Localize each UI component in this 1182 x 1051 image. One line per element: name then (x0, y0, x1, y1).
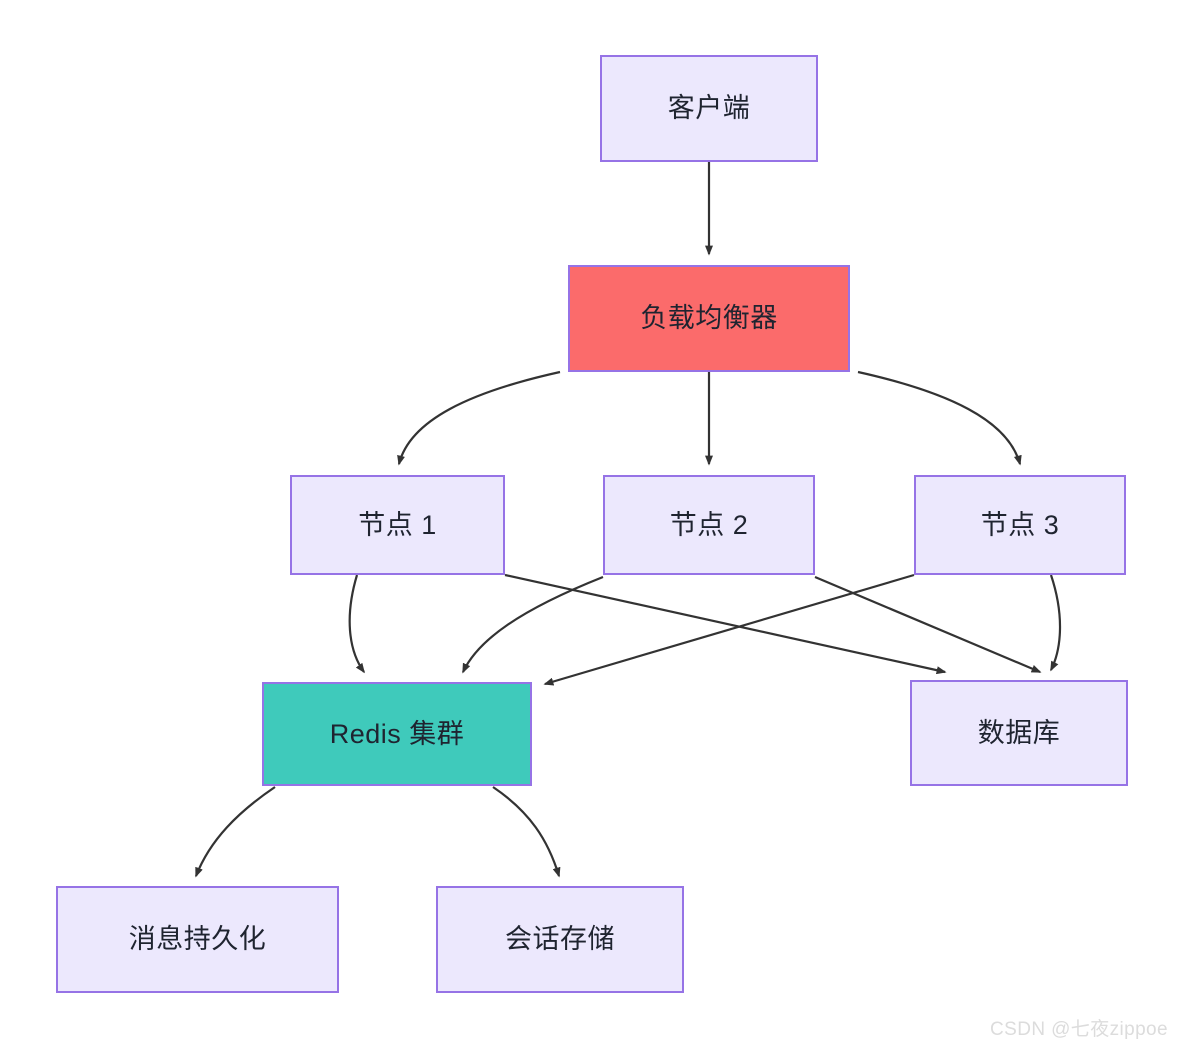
edge-loadbalancer-to-node1 (397, 370, 561, 466)
node-message-persistence-label: 消息持久化 (128, 924, 267, 955)
node-client-label: 客户端 (667, 93, 751, 124)
edge-redis-to-persistence (194, 786, 276, 878)
edge-node1-to-database (504, 573, 947, 675)
edge-redis-to-session (492, 786, 561, 878)
edge-node2-to-redis (462, 575, 604, 674)
node-client[interactable]: 客户端 (600, 55, 818, 162)
edge-node3-to-redis (543, 573, 915, 686)
node-load-balancer[interactable]: 负载均衡器 (568, 265, 850, 372)
node-session-storage[interactable]: 会话存储 (436, 886, 684, 993)
node-message-persistence[interactable]: 消息持久化 (56, 886, 339, 993)
node-database[interactable]: 数据库 (910, 680, 1128, 786)
watermark: CSDN @七夜zippoe (990, 1019, 1168, 1040)
edge-node3-to-database (1049, 574, 1062, 672)
edge-node2-to-database (814, 575, 1042, 674)
edge-node1-to-redis (348, 574, 365, 674)
edge-loadbalancer-to-node3 (857, 370, 1022, 466)
node-server-1-label: 节点 1 (358, 509, 437, 540)
node-server-2[interactable]: 节点 2 (603, 475, 815, 575)
node-session-storage-label: 会话存储 (505, 924, 615, 955)
node-redis-cluster[interactable]: Redis 集群 (262, 682, 532, 786)
node-server-3[interactable]: 节点 3 (914, 475, 1126, 575)
node-server-3-label: 节点 3 (980, 509, 1060, 540)
node-server-1[interactable]: 节点 1 (290, 475, 505, 575)
node-server-2-label: 节点 2 (669, 509, 749, 540)
node-redis-cluster-label: Redis 集群 (329, 718, 465, 749)
node-load-balancer-label: 负载均衡器 (640, 303, 778, 334)
node-database-label: 数据库 (977, 717, 1061, 748)
